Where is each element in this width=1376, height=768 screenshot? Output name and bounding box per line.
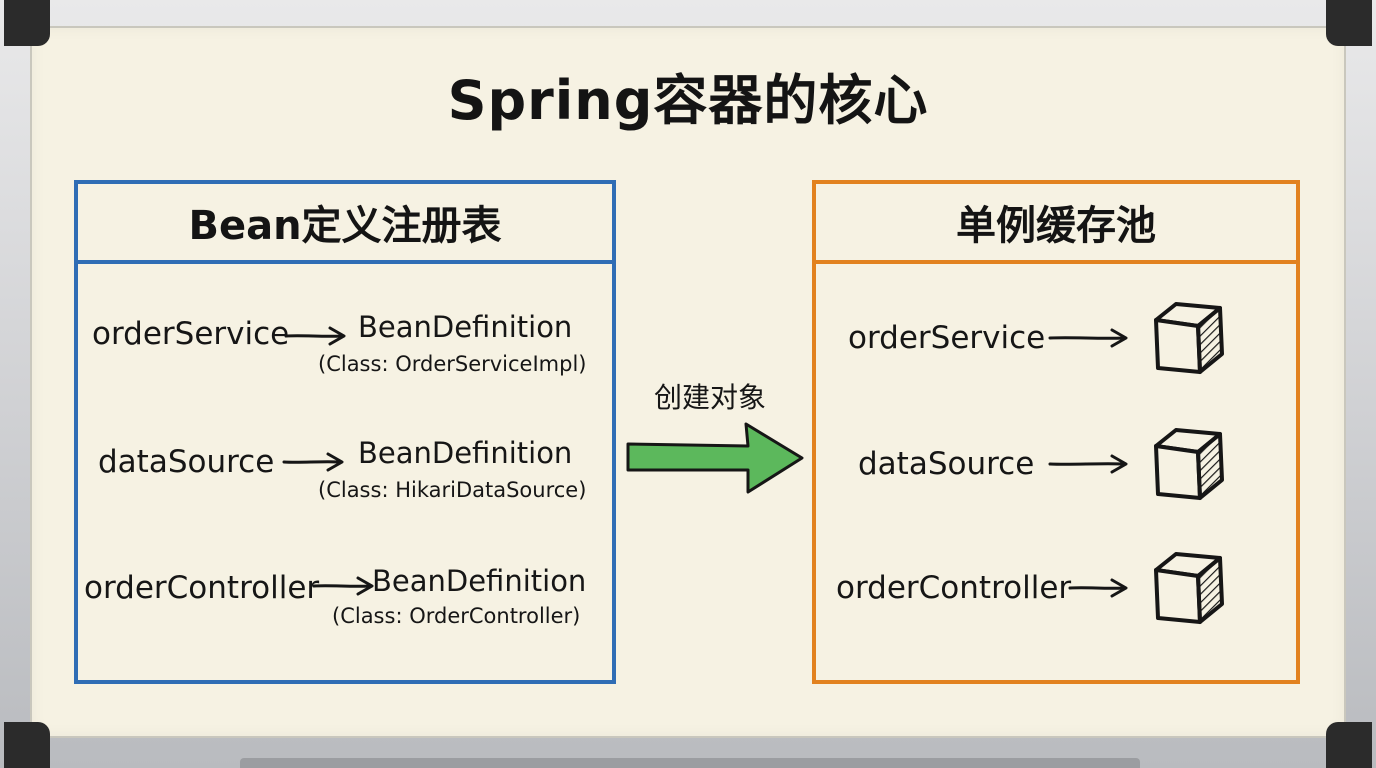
pool-header: 单例缓存池: [816, 184, 1296, 264]
thin-arrow-icon: [312, 576, 374, 596]
bean-definition-registry-panel: Bean定义注册表 orderService BeanDefinition (C…: [74, 180, 616, 684]
create-object-label: 创建对象: [653, 381, 766, 414]
bean-definition-label: BeanDefinition: [358, 436, 573, 470]
marker-tray: [240, 758, 1140, 768]
create-object-arrow-icon: [626, 422, 804, 494]
registry-bean-name: orderService: [92, 316, 290, 352]
bean-class-label: (Class: OrderServiceImpl): [318, 352, 587, 376]
bean-class-label: (Class: OrderController): [332, 604, 581, 628]
registry-bean-name: dataSource: [98, 444, 275, 480]
frame-corner-top-left: [4, 0, 50, 46]
singleton-cache-pool-panel: 单例缓存池 orderService dataSource orderContr…: [812, 180, 1300, 684]
pool-bean-name: orderController: [836, 570, 1072, 606]
thin-arrow-icon: [1068, 578, 1128, 598]
thin-arrow-icon: [1048, 454, 1128, 474]
whiteboard-surface: [30, 26, 1346, 738]
cube-icon: [1154, 552, 1224, 624]
pool-bean-name: orderService: [848, 320, 1046, 356]
cube-icon: [1154, 302, 1224, 374]
thin-arrow-icon: [284, 326, 346, 346]
bean-definition-label: BeanDefinition: [358, 310, 573, 344]
frame-corner-bottom-right: [1326, 722, 1372, 768]
frame-corner-bottom-left: [4, 722, 50, 768]
diagram-title: Spring容器的核心: [447, 69, 929, 132]
thin-arrow-icon: [1048, 328, 1128, 348]
registry-bean-name: orderController: [84, 570, 320, 606]
thin-arrow-icon: [282, 452, 344, 472]
cube-icon: [1154, 428, 1224, 500]
frame-corner-top-right: [1326, 0, 1372, 46]
bean-definition-label: BeanDefinition: [372, 564, 587, 598]
bean-class-label: (Class: HikariDataSource): [318, 478, 587, 502]
registry-header: Bean定义注册表: [78, 184, 612, 264]
pool-bean-name: dataSource: [858, 446, 1035, 482]
